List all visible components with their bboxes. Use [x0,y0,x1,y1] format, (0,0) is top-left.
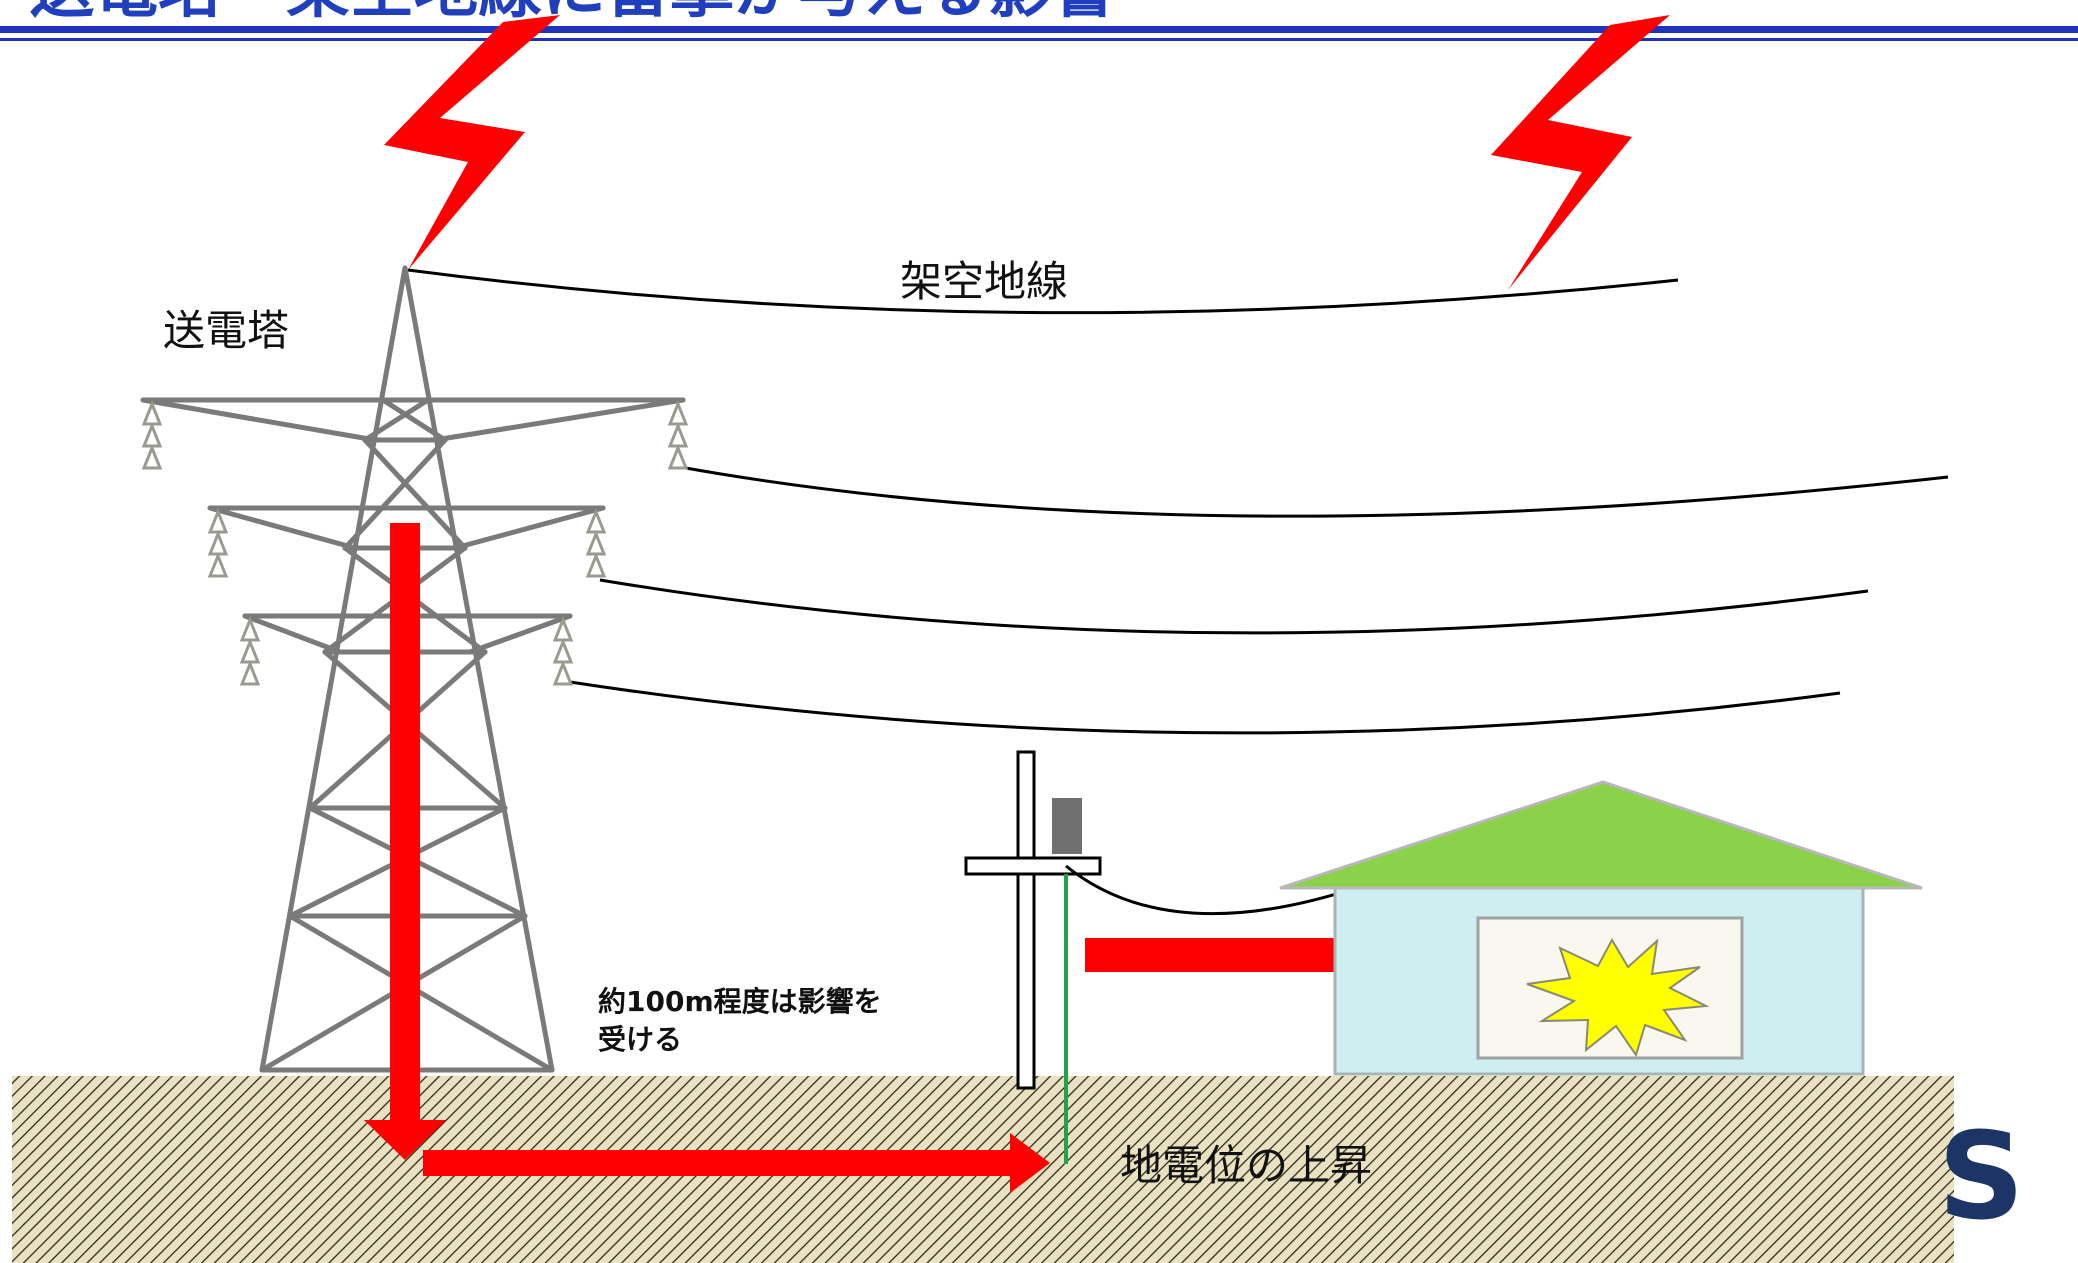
insulator-icon [141,399,163,470]
conductor-line-2 [599,578,1869,635]
flow-arrow-icon [1085,918,1412,992]
slide-title: 送電塔・架空地線に雷撃が与える影響 [30,0,1116,30]
title-rule [0,26,2078,41]
utility-pole [964,750,1363,1164]
ground-wire-label: 架空地線 [900,257,1069,306]
house [1279,780,1923,1076]
house-roof [1279,780,1923,890]
tower-label: 送電塔 [163,306,290,355]
ground-potential-label: 地電位の上昇 [1120,1141,1373,1190]
conductor-line-1 [679,465,1949,518]
conductor-line-3 [569,680,1841,735]
insulators [141,399,689,686]
spark-burst-icon [1526,937,1710,1058]
ground-wire-line [407,268,1679,315]
insulator-icon [552,615,574,686]
insulator-icon [585,507,607,578]
current-flow-arrows [364,523,1412,1193]
lightning-bolt-icon [384,15,560,270]
range-note-line2: 受ける [598,1023,683,1056]
service-drop-wire [1065,864,1363,916]
insulator-icon [667,399,689,470]
pole-transformer [1052,798,1082,854]
flow-arrow-icon [423,1133,1050,1193]
insulator-icon [207,507,229,578]
power-lines [407,268,1949,735]
slide-edge-glyph: S [1938,1108,2025,1247]
lightning-bolt-icon [1491,15,1670,290]
flow-arrow-icon [364,523,446,1160]
range-note-line1: 約100m程度は影響を [598,985,882,1018]
insulator-icon [239,615,261,686]
